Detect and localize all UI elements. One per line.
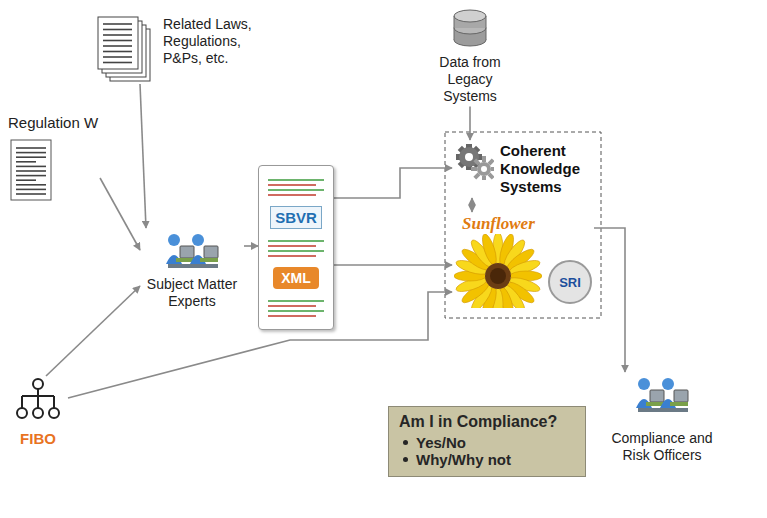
connector-arrow: [46, 286, 140, 376]
people-icon-graphic: [634, 374, 690, 414]
hierarchy-icon: [14, 378, 62, 420]
text-lines-graphic: [264, 298, 328, 318]
node-box: Subject Matter Experts: [140, 228, 244, 312]
text-lines-graphic: [264, 238, 328, 258]
bullet-dot: [403, 457, 408, 462]
sunflower-icon-graphic: [454, 234, 542, 308]
connector-arrow: [469, 106, 471, 140]
database-icon: [452, 4, 488, 48]
callout-title: Am I in Compliance?: [399, 413, 575, 431]
people-icon: [634, 374, 690, 414]
document-icon: [10, 139, 52, 201]
hierarchy-icon-graphic: [14, 378, 62, 420]
text-lines: [264, 298, 328, 318]
system-boundary: [445, 132, 601, 318]
document-icon-graphic: [10, 139, 52, 201]
text-lines-graphic: [264, 177, 328, 197]
node-box: SBVR XML: [258, 165, 334, 330]
text-lines: [264, 177, 328, 197]
connector-arrow: [244, 245, 258, 247]
connector-arrow: [594, 228, 625, 372]
connector-arrow: [100, 178, 140, 250]
sri-logo: SRI: [548, 260, 592, 304]
system-label: Coherent Knowledge Systems: [500, 142, 592, 196]
sri-text: SRI: [559, 275, 581, 290]
doc-label: Regulation W: [8, 114, 98, 131]
bullet-text: Yes/No: [416, 434, 466, 451]
logo-row: SRI: [454, 234, 592, 308]
node-box: SunflowerSRI: [452, 212, 594, 310]
role-label: Compliance and Risk Officers: [602, 430, 722, 464]
connector-arrow: [471, 198, 473, 212]
connector-arrow: [334, 168, 452, 198]
node-box: Related Laws, Regulations, P&Ps, etc.: [95, 14, 257, 84]
connector-arrow: [334, 264, 452, 266]
people-icon-graphic: [164, 230, 220, 270]
bullet-text: Why/Why not: [416, 451, 511, 468]
bullet-row: Why/Why not: [403, 451, 575, 468]
people-icon: [164, 230, 220, 270]
sbvr-logo: SBVR: [270, 206, 322, 229]
node-box: Regulation W: [6, 112, 100, 203]
gears-icon-graphic: [454, 142, 494, 180]
sunflower-icon: [454, 234, 542, 308]
role-label: Subject Matter Experts: [142, 276, 242, 310]
doc-label: Related Laws, Regulations, P&Ps, etc.: [163, 16, 255, 66]
gears-icon: [454, 142, 494, 180]
bullet-row: Yes/No: [403, 434, 575, 451]
document-stack-icon: [97, 16, 153, 82]
node-box: FIBO: [8, 376, 68, 449]
node-box: Data from Legacy Systems: [420, 2, 520, 106]
product-logo: Sunflower: [462, 214, 535, 234]
connector-arrow: [140, 84, 146, 228]
database-icon-graphic: [452, 4, 488, 48]
document-stack-icon-graphic: [97, 16, 153, 82]
source-label: Data from Legacy Systems: [430, 54, 510, 104]
node-box: Coherent Knowledge Systems: [452, 140, 594, 198]
node-box: Compliance and Risk Officers: [600, 372, 724, 466]
bullet-dot: [403, 440, 408, 445]
ontology-label: FIBO: [20, 430, 56, 447]
text-lines: [264, 238, 328, 258]
node-box: Am I in Compliance? Yes/NoWhy/Why not: [388, 406, 586, 477]
xml-logo: XML: [273, 267, 319, 289]
